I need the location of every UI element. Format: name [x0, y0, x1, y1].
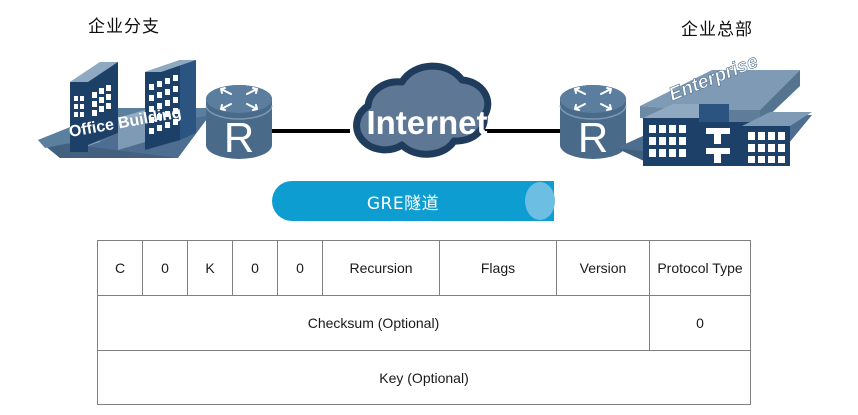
- cell-protocol-type: Protocol Type: [649, 240, 751, 296]
- router-hq-icon: R: [559, 85, 627, 161]
- gre-tunnel-body: [272, 181, 554, 221]
- branch-site-label: 企业分支: [88, 17, 160, 37]
- cell-checksum-optional: Checksum (Optional): [97, 295, 650, 351]
- office-building-icon: Office Building: [38, 60, 215, 158]
- cell-bit-4: 0: [277, 240, 323, 296]
- internet-cloud-icon: Internet: [353, 62, 492, 158]
- network-topology: Office Building R Internet: [38, 50, 812, 166]
- gre-tunnel-endcap-icon: [525, 182, 555, 220]
- cell-bit-1: 0: [142, 240, 188, 296]
- table-row-checksum: Checksum (Optional) 0: [97, 295, 751, 351]
- cell-version: Version: [556, 240, 650, 296]
- cell-recursion: Recursion: [322, 240, 440, 296]
- cell-key-optional: Key (Optional): [97, 350, 751, 405]
- cell-bit-c: C: [97, 240, 143, 296]
- table-row-key: Key (Optional): [97, 350, 751, 405]
- router-branch-icon: R: [205, 85, 273, 161]
- cell-bit-3: 0: [232, 240, 278, 296]
- router-branch-label: R: [224, 114, 254, 161]
- headquarters-site-label: 企业总部: [681, 20, 753, 40]
- gre-header-table: C 0 K 0 0 Recursion Flags Version Protoc…: [97, 240, 751, 405]
- gre-tunnel: GRE隧道: [272, 181, 555, 221]
- enterprise-building-icon: Enterprise: [616, 50, 812, 166]
- table-row-flags: C 0 K 0 0 Recursion Flags Version Protoc…: [97, 240, 751, 296]
- gre-tunnel-label: GRE隧道: [366, 193, 440, 214]
- cell-checksum-zero: 0: [649, 295, 751, 351]
- router-hq-label: R: [578, 114, 608, 161]
- cell-bit-k: K: [187, 240, 233, 296]
- internet-cloud-label: Internet: [366, 104, 487, 141]
- cell-flags: Flags: [439, 240, 557, 296]
